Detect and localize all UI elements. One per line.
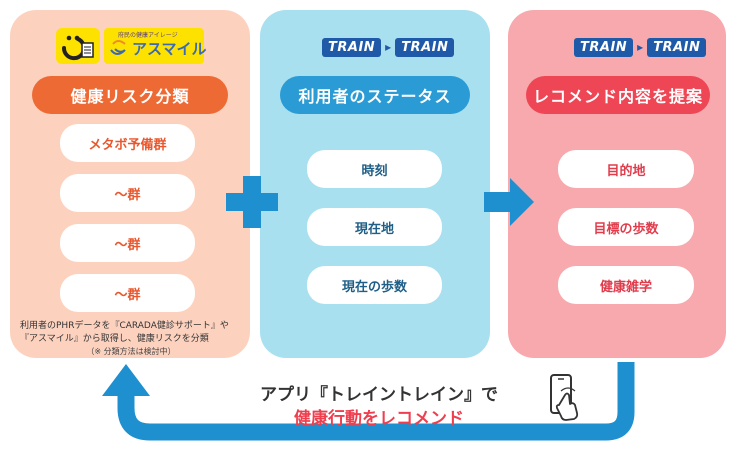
- arrow-right-icon: [484, 178, 534, 226]
- asmile-swirl-icon: [110, 40, 126, 55]
- risk-group-item: 〜群: [60, 174, 195, 212]
- train-logo-separator: ▸: [385, 40, 392, 54]
- phone-tap-icon: [550, 374, 579, 421]
- phr-note-line1: 利用者のPHRデータを『CARADA健診サポート』や: [20, 321, 229, 331]
- risk-group-item: 〜群: [60, 274, 195, 312]
- status-item-time: 時刻: [307, 150, 442, 188]
- plus-icon: [226, 176, 278, 228]
- risk-group-item: 〜群: [60, 224, 195, 262]
- asmile-logo: [104, 28, 204, 64]
- status-item-location: 現在地: [307, 208, 442, 246]
- recommendation-header: レコメンド内容を提案: [526, 76, 710, 114]
- risk-group-item: メタボ予備群: [60, 124, 195, 162]
- train-logo-word-2: TRAIN: [395, 37, 455, 57]
- train-logo-separator: ▸: [637, 40, 644, 54]
- recommend-item-target-steps: 目標の歩数: [558, 208, 694, 246]
- train-train-logo: TRAIN ▸ TRAIN: [574, 35, 707, 59]
- asmile-name: アスマイル: [132, 40, 207, 58]
- user-status-header: 利用者のステータス: [280, 76, 470, 114]
- carada-logo: [56, 28, 100, 64]
- caption-app-line: アプリ『トレイントレイン』で: [260, 385, 498, 405]
- phr-note-line2: 『アスマイル』から取得し、健康リスクを分類: [20, 334, 209, 344]
- status-item-steps: 現在の歩数: [307, 266, 442, 304]
- recommend-item-health-trivia: 健康雑学: [558, 266, 694, 304]
- train-logo-word-1: TRAIN: [322, 37, 382, 57]
- asmile-tagline: 府民の健康アイレージ: [118, 32, 178, 39]
- train-logo-word-1: TRAIN: [574, 37, 634, 57]
- risk-classification-header: 健康リスク分類: [32, 76, 228, 114]
- train-logo-word-2: TRAIN: [647, 37, 707, 57]
- recommend-item-destination: 目的地: [558, 150, 694, 188]
- caption-recommend-line: 健康行動をレコメンド: [294, 409, 464, 429]
- phr-note-line3: （※ 分類方法は検討中）: [86, 347, 176, 356]
- train-train-logo: TRAIN ▸ TRAIN: [322, 35, 455, 59]
